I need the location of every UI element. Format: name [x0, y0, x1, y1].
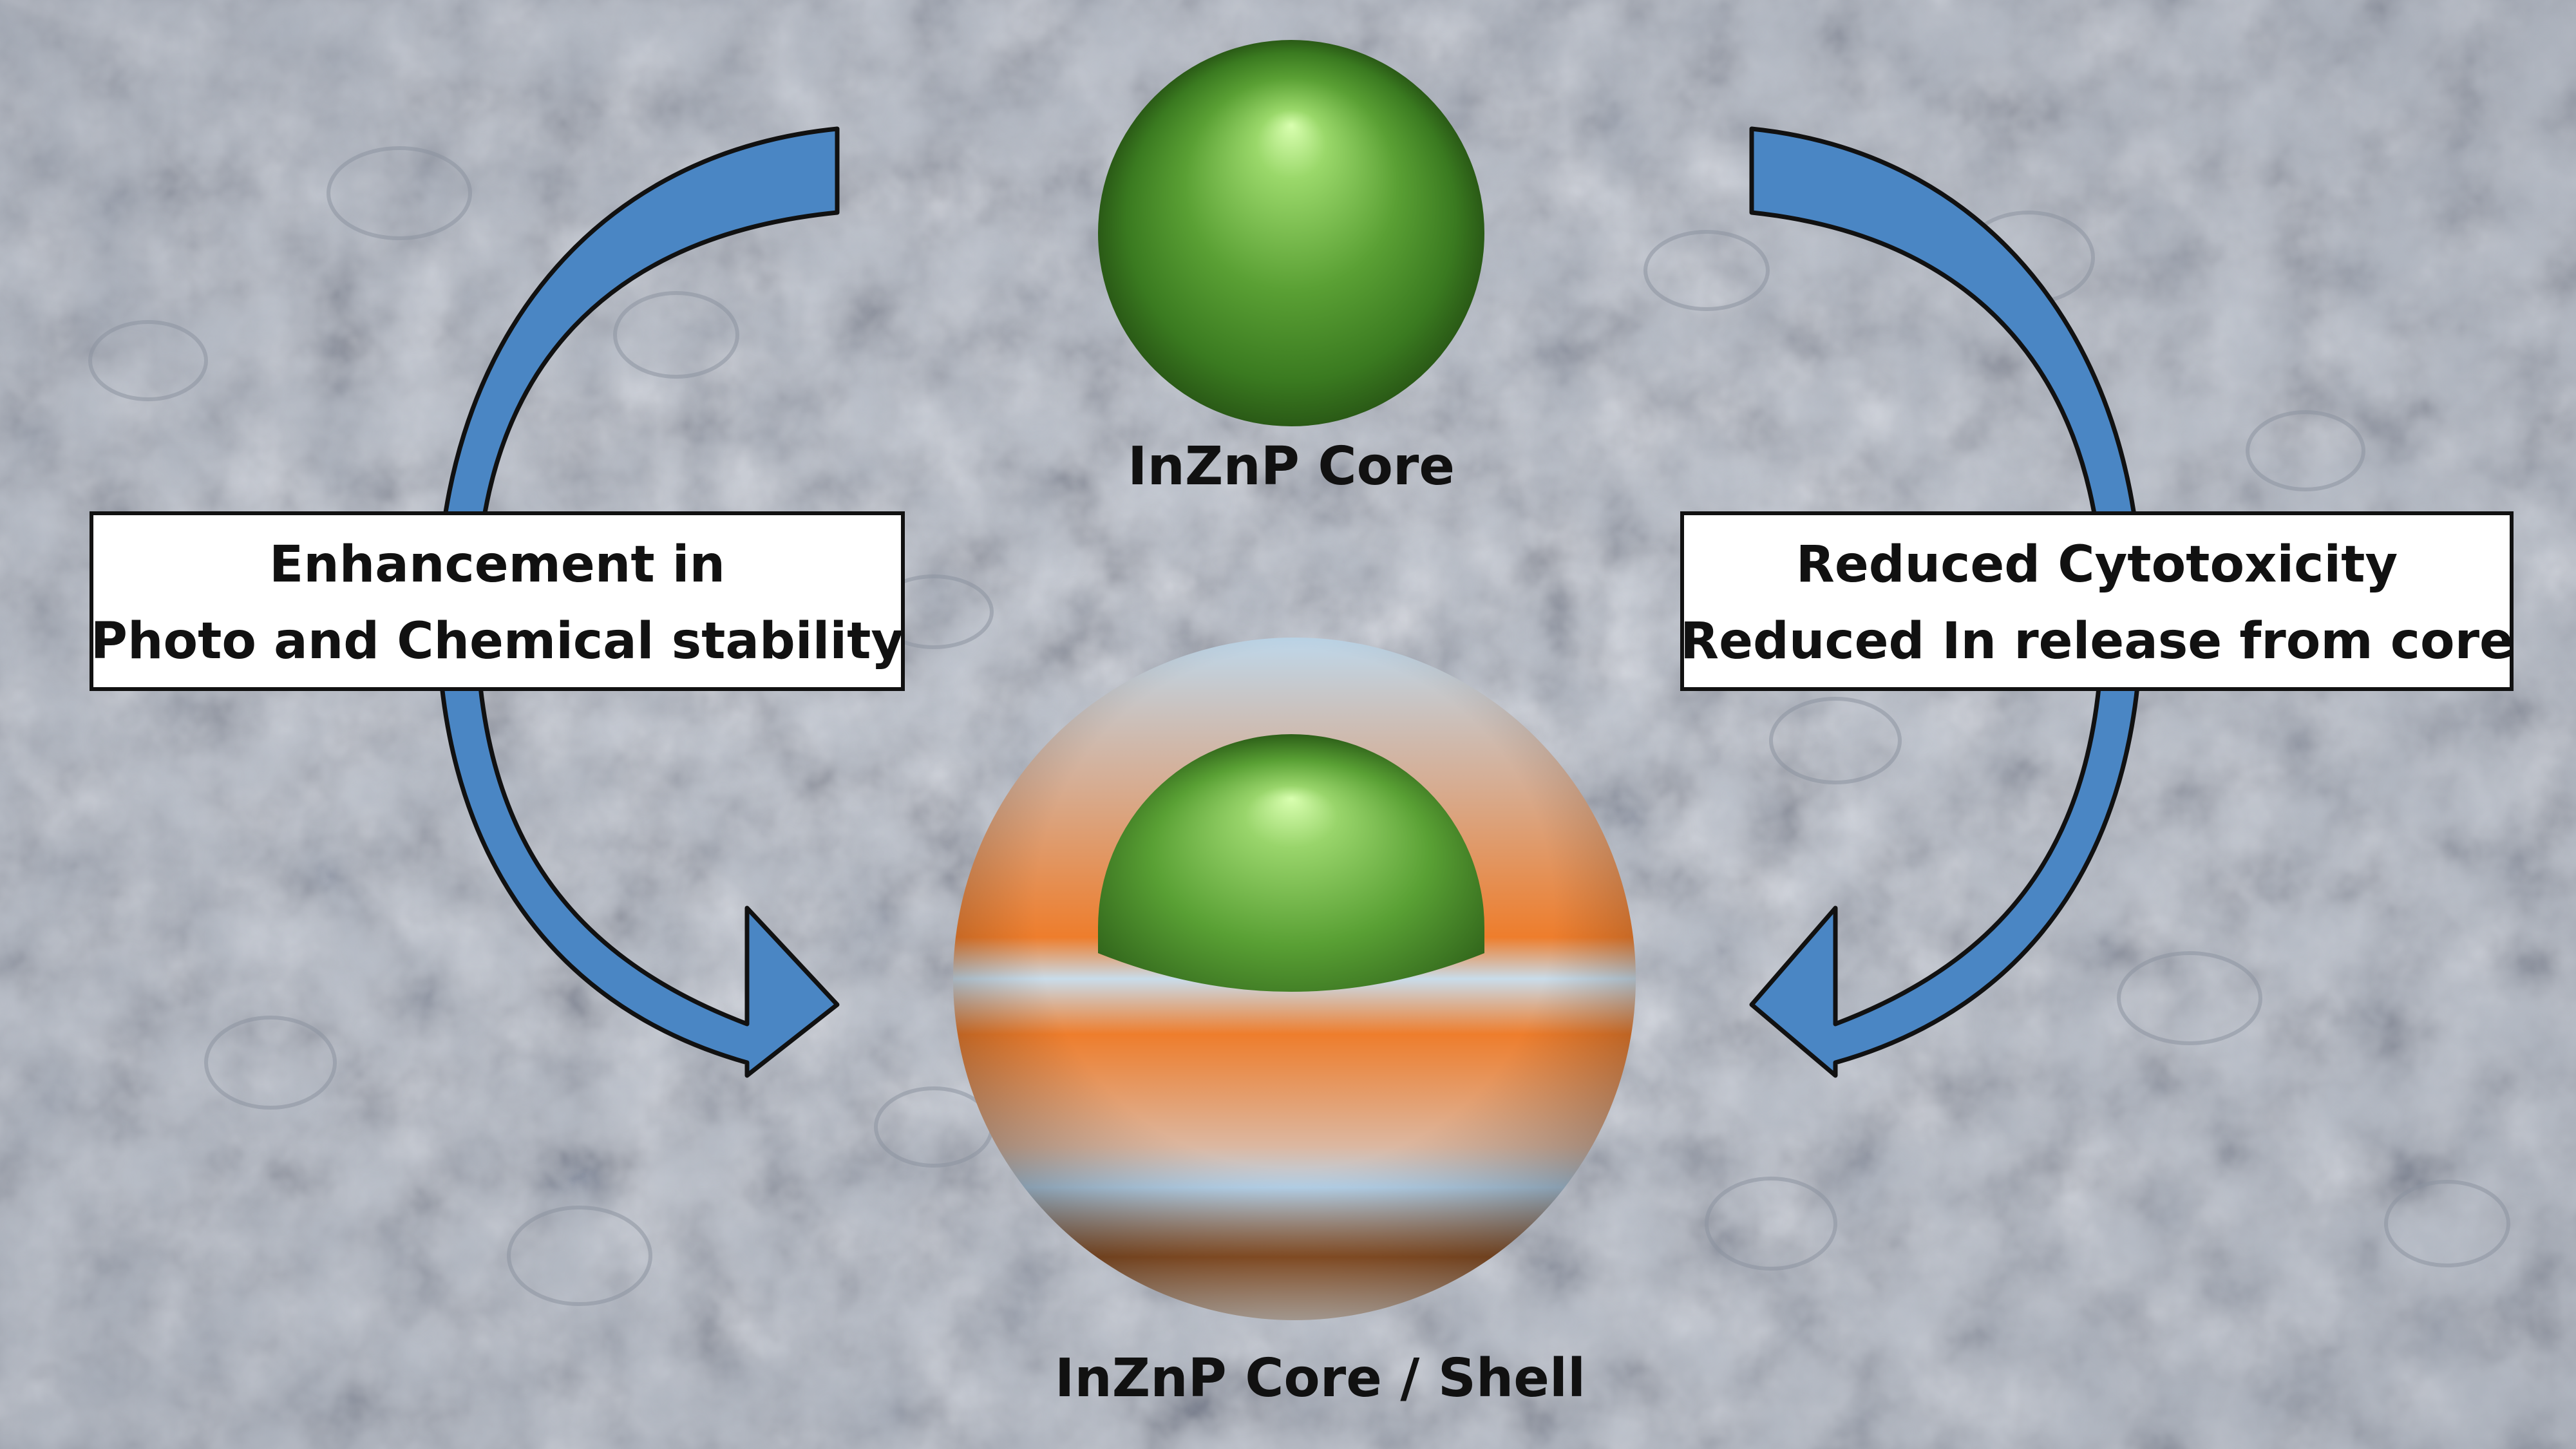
right-info-box: Reduced Cytotoxicity Reduced In release …	[1680, 511, 2514, 691]
core-sphere-icon	[1098, 40, 1484, 426]
core-shell-label: InZnP Core / Shell	[1055, 1348, 1586, 1409]
right-box-line2: Reduced In release from core	[1680, 612, 2514, 670]
core-label: InZnP Core	[1128, 436, 1455, 497]
left-box-line2: Photo and Chemical stability	[91, 612, 904, 670]
left-curved-arrow	[435, 126, 840, 1078]
right-curved-arrow	[1749, 126, 2144, 1078]
left-box-line1: Enhancement in	[269, 536, 725, 594]
core-shell-sphere-icon	[953, 638, 1636, 1320]
left-info-box: Enhancement in Photo and Chemical stabil…	[90, 511, 905, 691]
right-box-line1: Reduced Cytotoxicity	[1796, 536, 2398, 594]
